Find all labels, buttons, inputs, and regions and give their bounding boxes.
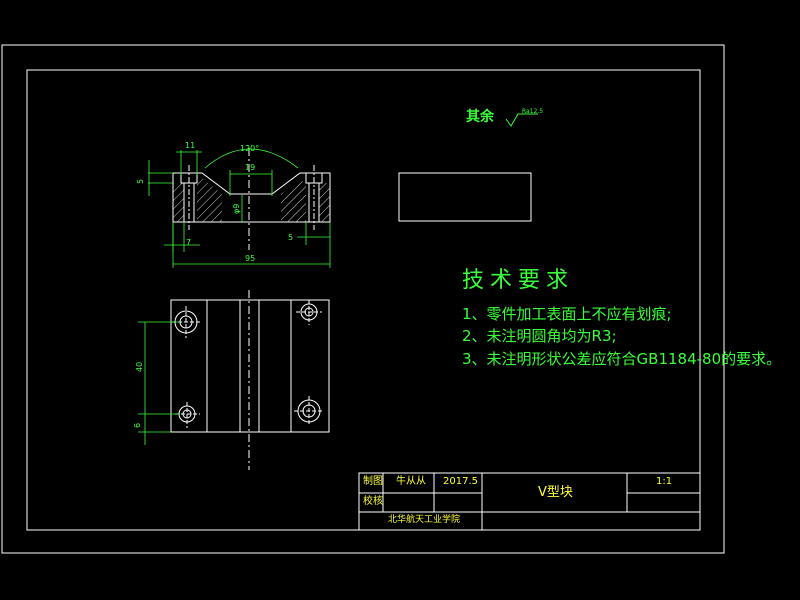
school-name: 北华航天工业学院: [388, 515, 461, 525]
drawing-date: 2017.5: [443, 476, 478, 487]
front-dimension-lines: [148, 148, 331, 268]
surface-note-prefix: 其余: [466, 109, 494, 125]
surface-roughness-value: Ra12.5: [522, 108, 544, 115]
checked-label: 校核: [363, 496, 383, 507]
tech-req-item-1: 1、零件加工表面上不应有划痕;: [462, 305, 672, 323]
part-name: V型块: [538, 485, 573, 500]
drawn-by-label: 制图: [363, 476, 383, 487]
dim-dia-9: φ9: [232, 204, 241, 214]
outer-border: [1, 44, 725, 554]
dim-right-5: 5: [288, 233, 293, 242]
dim-top-11: 11: [185, 141, 195, 150]
title-block-grid: [358, 472, 701, 531]
front-view: [172, 148, 331, 250]
dim-height-6: 6: [133, 423, 142, 428]
dim-left-5: 5: [136, 179, 145, 184]
top-dimension-lines: [138, 321, 180, 445]
dim-height-40: 40: [135, 362, 144, 372]
drawing-scale: 1:1: [656, 476, 673, 487]
tech-req-item-3: 3、未注明形状公差应符合GB1184-80的要求。: [462, 350, 782, 368]
roughness-symbol: [505, 113, 538, 127]
dim-width-19: 19: [245, 163, 255, 172]
top-view: [170, 290, 330, 470]
dim-angle-120: 120°: [240, 144, 259, 153]
drawn-by-name: 牛从从: [396, 476, 426, 487]
dim-bottom-7: 7: [186, 238, 191, 247]
inner-border: [26, 69, 701, 531]
tech-req-heading: 技术要求: [462, 268, 575, 293]
dim-overall-95: 95: [245, 254, 255, 263]
blank-frame: [398, 172, 532, 222]
tech-req-item-2: 2、未注明圆角均为R3;: [462, 327, 617, 345]
